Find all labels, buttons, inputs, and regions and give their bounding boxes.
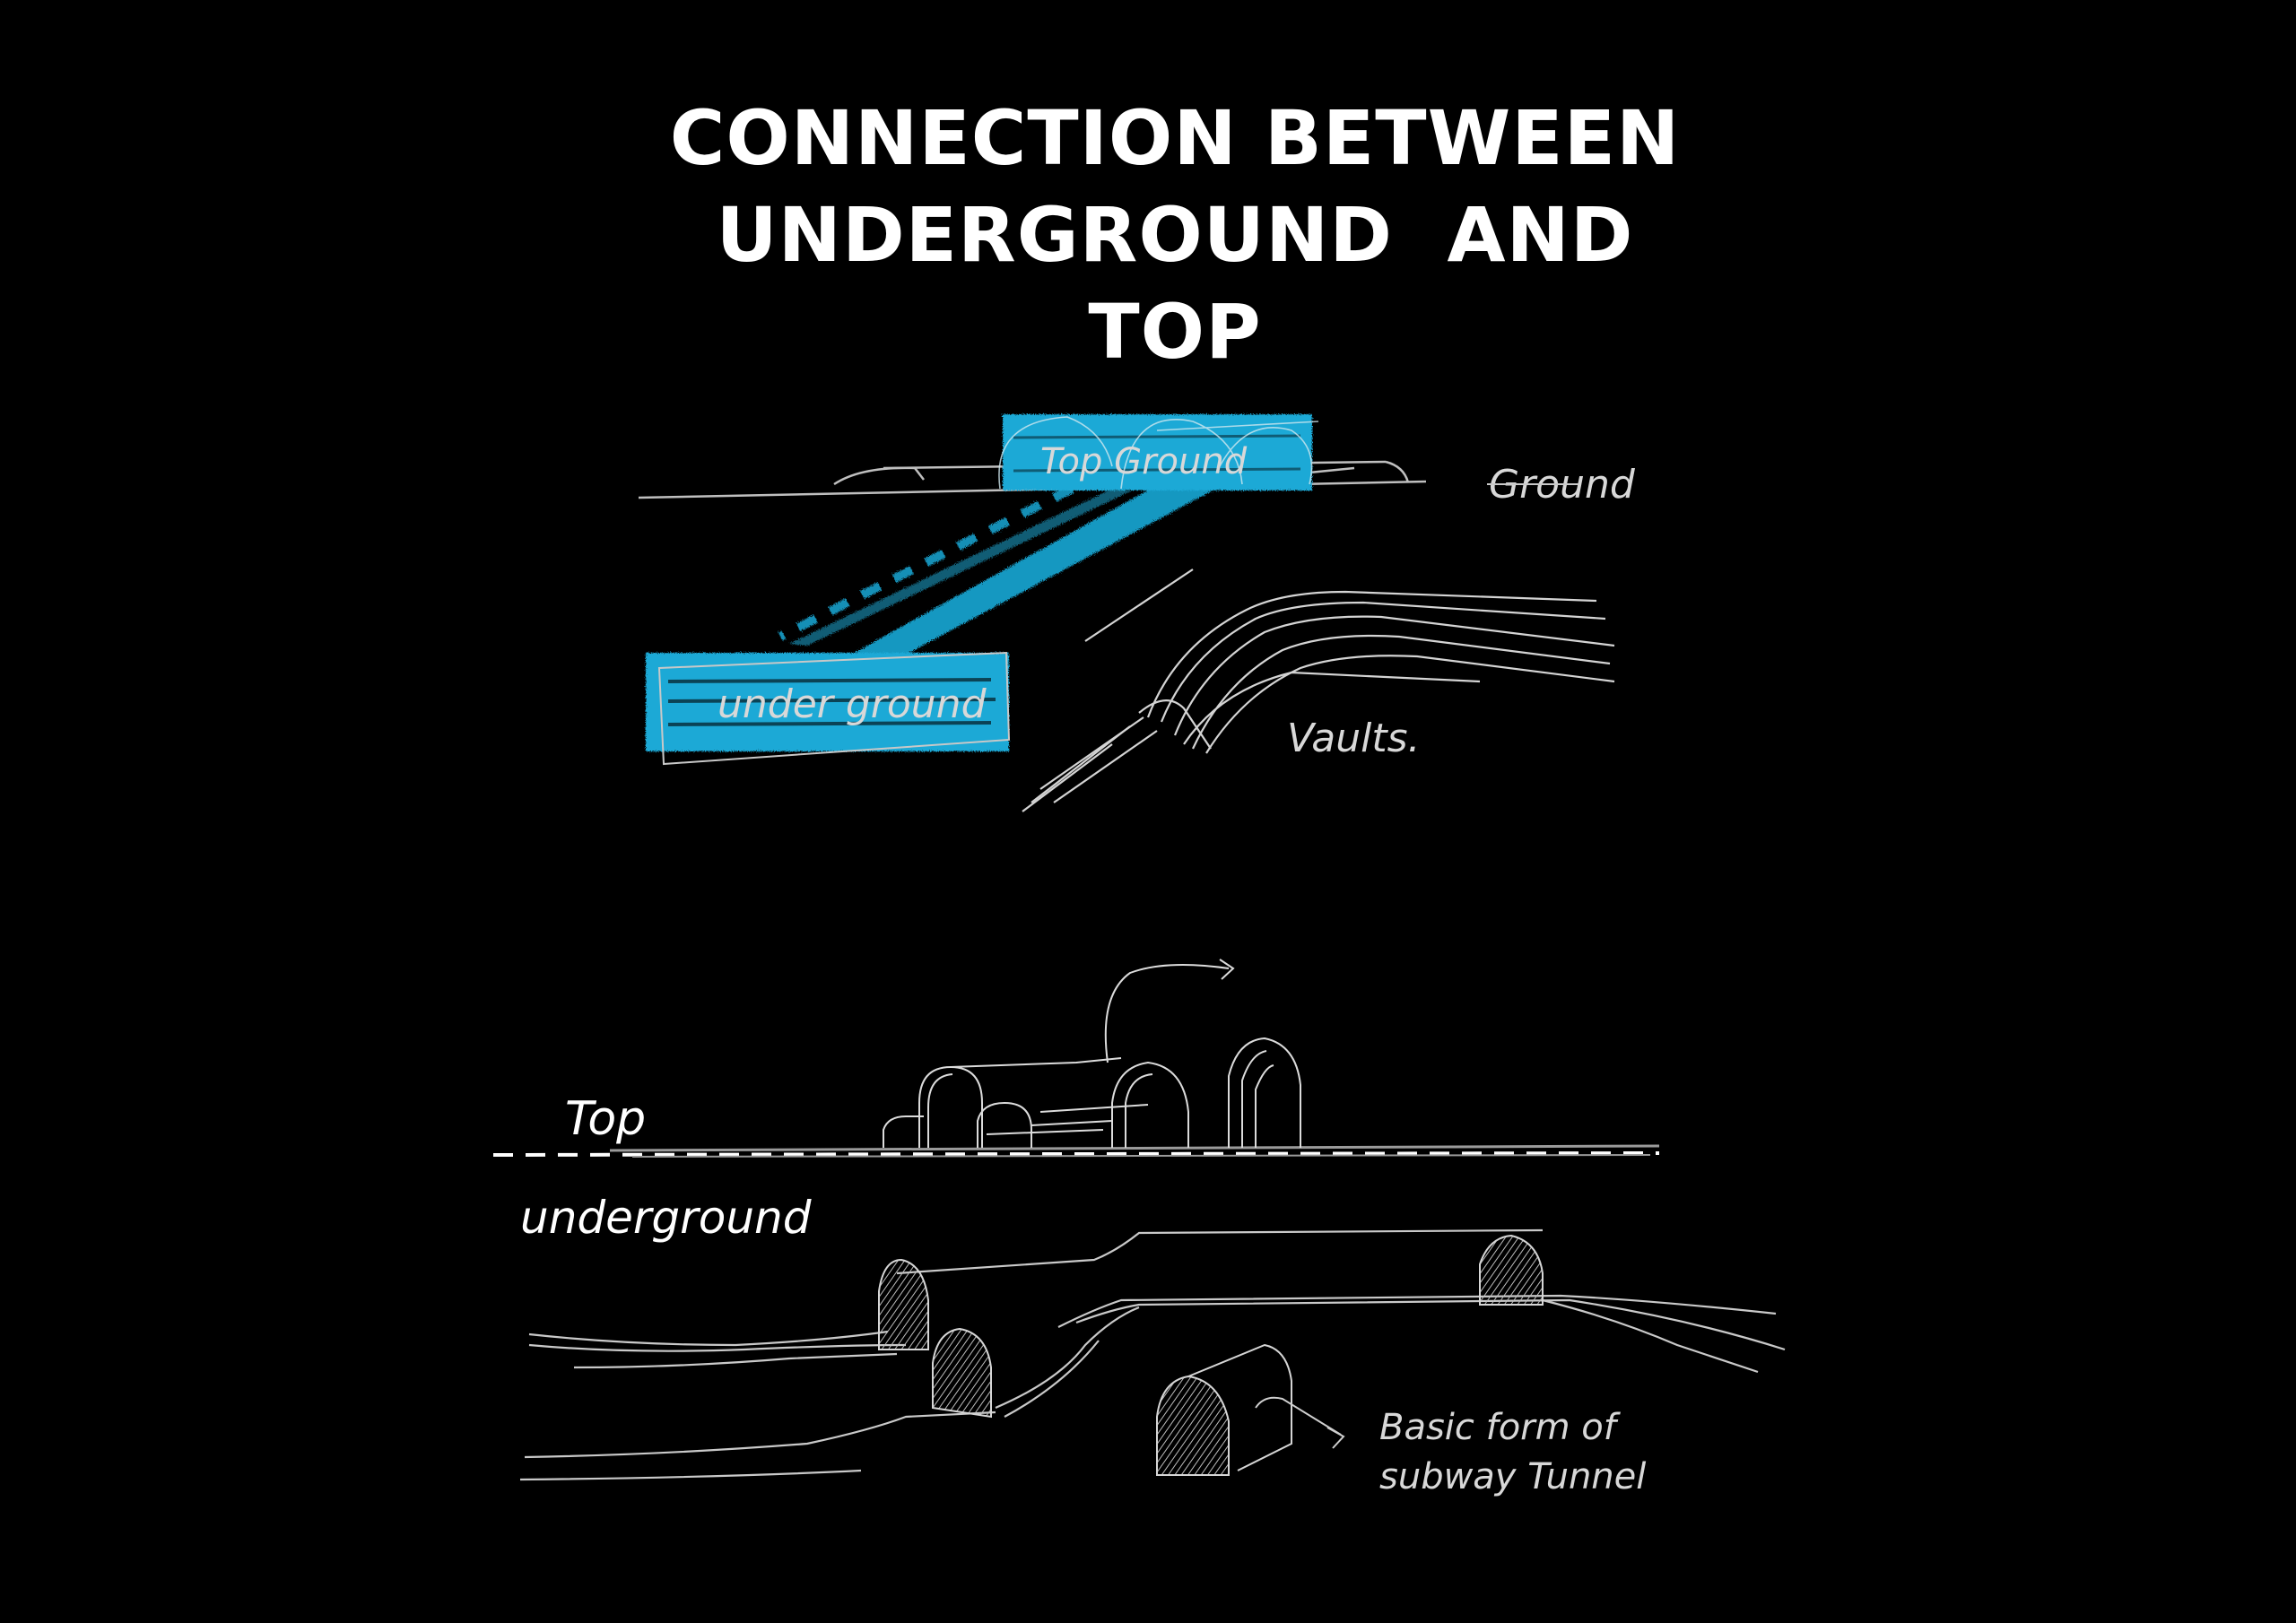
vault-sketch [1022, 568, 1615, 812]
annotation-line-2: subway Tunnel [1379, 1456, 1646, 1497]
lower-sketch: Top [492, 959, 1786, 1497]
tunnel-arch-middle [932, 1327, 992, 1419]
tunnel-arch-basic-form [1156, 1343, 1292, 1476]
title-line-2: UNDERGROUND AND [716, 191, 1634, 279]
title-line-3: TOP [1088, 288, 1262, 376]
tunnel-lines [519, 1228, 1786, 1481]
connection-ramp [778, 475, 1224, 659]
label-vaults: Vaults. [1287, 716, 1421, 761]
annotation-arrow-icon [1255, 1396, 1345, 1449]
top-arches [883, 959, 1301, 1148]
label-top-ground: Top Ground [1040, 441, 1248, 482]
slide-title: CONNECTION BETWEEN UNDERGROUND AND TOP [0, 90, 2296, 380]
ground-divider [492, 1144, 1660, 1158]
title-line-1: CONNECTION BETWEEN [669, 94, 1681, 182]
label-top: Top [565, 1092, 646, 1146]
upper-sketch: Top Ground Ground under ground [638, 414, 1636, 812]
underground-box: under ground [646, 651, 1011, 766]
annotation-line-1: Basic form of [1379, 1407, 1622, 1448]
label-underground-lower: underground [520, 1192, 812, 1244]
tunnel-arch-left [878, 1258, 929, 1350]
tunnel-arch-right [1479, 1234, 1544, 1306]
top-ground-box: Top Ground [998, 414, 1319, 490]
label-underground-upper: under ground [718, 681, 987, 727]
